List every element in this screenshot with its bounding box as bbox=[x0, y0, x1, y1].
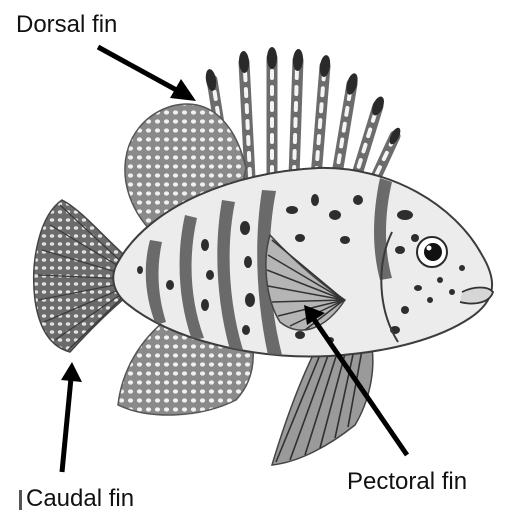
pelvic-fin bbox=[272, 345, 373, 465]
dorsal-fin-label: Dorsal fin bbox=[16, 13, 117, 37]
dorsal-fin-arrow bbox=[98, 47, 196, 101]
caudal-fin-arrow bbox=[61, 362, 82, 472]
caudal-fin-label: Caudal fin bbox=[26, 487, 134, 511]
edge-marker bbox=[19, 490, 22, 510]
pectoral-fin-label: Pectoral fin bbox=[347, 470, 467, 494]
